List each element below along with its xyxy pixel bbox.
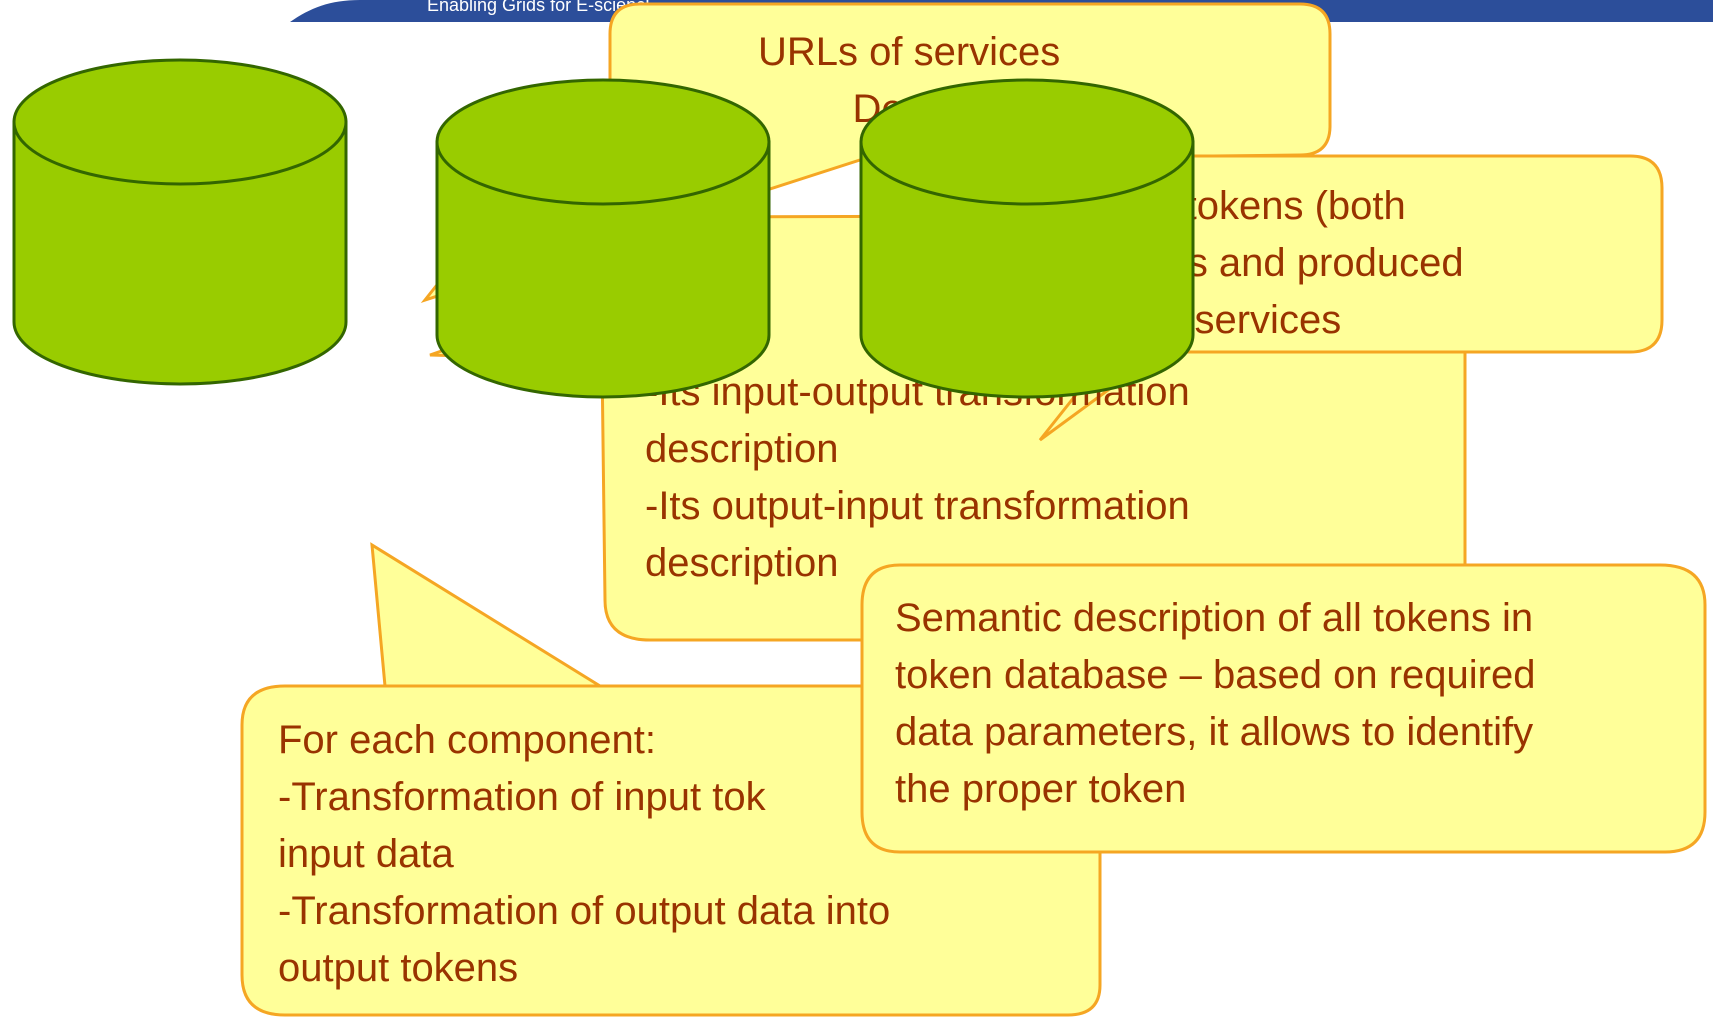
callout-token-semantics-text: Semantic description of all tokens in to… (895, 596, 1536, 811)
callout-components-text: For each component: -Transformation of i… (278, 718, 891, 990)
component-db-cylinder (12, 58, 348, 386)
header-tagline: Enabling Grids for E-sciencE (427, 0, 658, 15)
callout-token-semantics-shape (860, 563, 1707, 854)
service-db-cylinder (435, 78, 771, 399)
token-db-cylinder (859, 78, 1195, 399)
